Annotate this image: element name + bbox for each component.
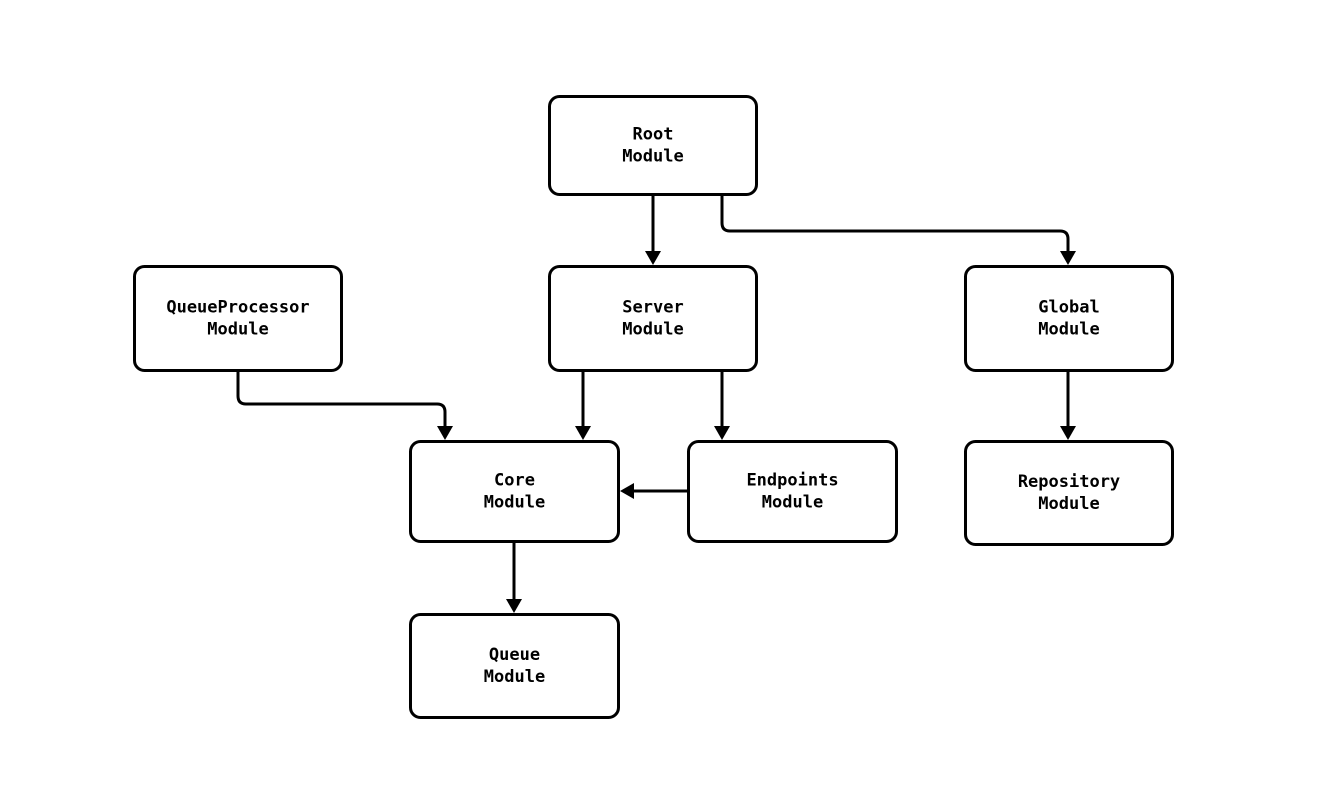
edge-line [236, 372, 447, 426]
node-label-line1: Server [622, 298, 683, 318]
edge-global-to-repository [1060, 372, 1076, 440]
node-label-line1: QueueProcessor [166, 298, 309, 318]
node-label-line2: Module [207, 320, 268, 340]
node-label-line1: Repository [1018, 472, 1120, 492]
node-box-queue[interactable] [409, 613, 620, 719]
node-box-server[interactable] [548, 265, 758, 372]
edge-queueprocessor-to-core [236, 372, 453, 440]
arrowhead-icon [620, 483, 634, 499]
node-box-queueprocessor[interactable] [133, 265, 343, 372]
edges-layer [236, 196, 1076, 613]
edge-root-to-global [720, 196, 1076, 265]
arrowhead-icon [714, 426, 730, 440]
node-label-line1: Endpoints [746, 471, 838, 491]
node-label-line2: Module [762, 493, 823, 513]
node-label-line2: Module [622, 147, 683, 167]
node-label-line1: Root [633, 125, 674, 145]
edge-core-to-queue [506, 543, 522, 613]
edge-server-to-core [575, 372, 591, 440]
node-label-line1: Core [494, 471, 535, 491]
node-label-line2: Module [484, 667, 545, 687]
arrowhead-icon [437, 426, 453, 440]
node-label-line1: Global [1038, 298, 1099, 318]
edge-line [720, 196, 1070, 251]
arrowhead-icon [506, 599, 522, 613]
node-label-line1: Queue [489, 645, 540, 665]
node-box-core[interactable] [409, 440, 620, 543]
arrowhead-icon [575, 426, 591, 440]
node-box-global[interactable] [964, 265, 1174, 372]
edge-endpoints-to-core [620, 483, 687, 499]
edge-root-to-server [645, 196, 661, 265]
node-label-line2: Module [622, 320, 683, 340]
node-label-line2: Module [1038, 320, 1099, 340]
node-label-line2: Module [484, 493, 545, 513]
arrowhead-icon [1060, 251, 1076, 265]
arrowhead-icon [1060, 426, 1076, 440]
node-box-root[interactable] [548, 95, 758, 196]
node-box-repository[interactable] [964, 440, 1174, 546]
node-box-endpoints[interactable] [687, 440, 898, 543]
node-label-line2: Module [1038, 494, 1099, 514]
edge-server-to-endpoints [714, 372, 730, 440]
arrowhead-icon [645, 251, 661, 265]
